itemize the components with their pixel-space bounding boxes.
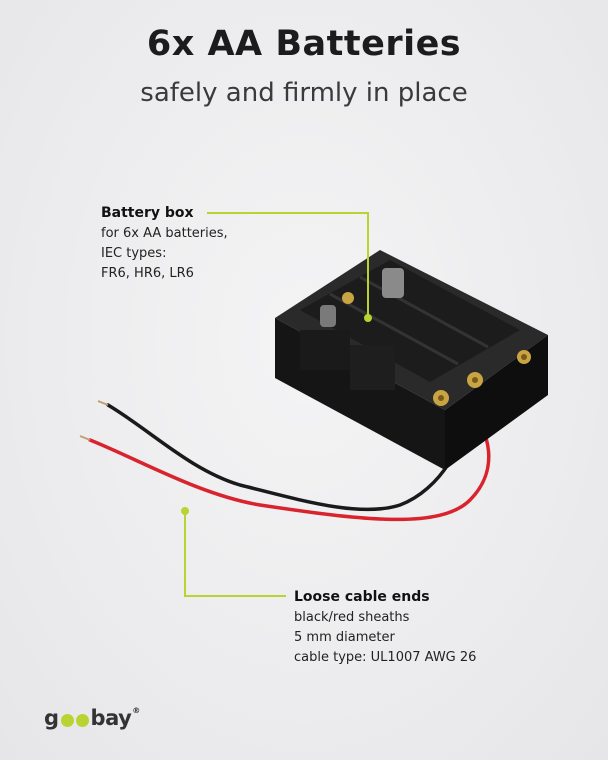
battery-box-line: IEC types: — [101, 246, 167, 261]
red-wire — [88, 406, 491, 522]
cable-leader-h — [184, 595, 286, 597]
battery-box-line: for 6x AA batteries, — [101, 226, 228, 241]
battery-holder-body — [275, 250, 548, 470]
cable-line: 5 mm diameter — [294, 630, 395, 645]
battery-leader-h — [207, 212, 369, 214]
cable-line: cable type: UL1007 AWG 26 — [294, 650, 477, 665]
battery-box-line: FR6, HR6, LR6 — [101, 266, 194, 281]
page-subtitle: safely and firmly in place — [140, 78, 468, 108]
cable-leader-v — [184, 511, 186, 597]
battery-leader-v — [367, 212, 369, 318]
page-title: 6x AA Batteries — [146, 24, 462, 64]
cable-line: black/red sheaths — [294, 610, 410, 625]
cable-title: Loose cable ends — [294, 589, 430, 605]
contact-1 — [342, 292, 354, 304]
battery-leader-dot — [364, 314, 372, 322]
battery-box-title: Battery box — [101, 205, 194, 221]
cable-callout: Loose cable ends black/red sheaths 5 mm … — [294, 586, 476, 668]
battery-box-callout: Battery box for 6x AA batteries, IEC typ… — [101, 202, 228, 284]
